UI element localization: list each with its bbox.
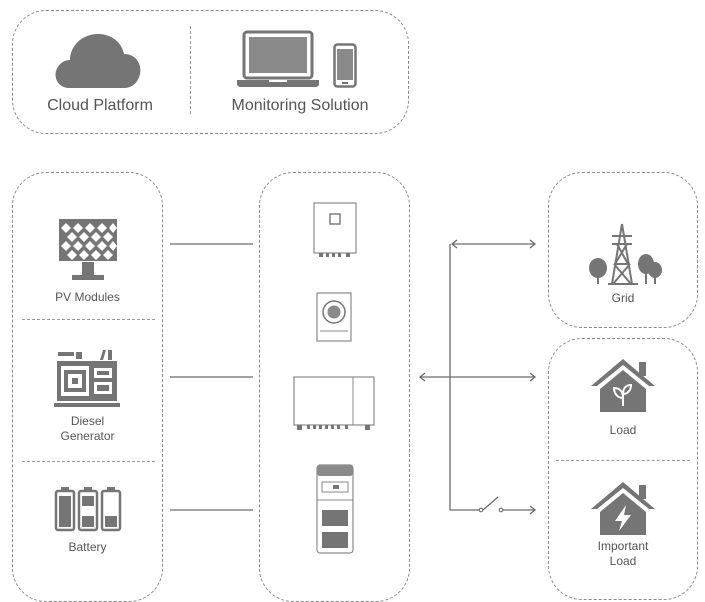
cloud-icon bbox=[55, 34, 141, 88]
switch-contact-1 bbox=[478, 507, 484, 513]
left-divider-1 bbox=[22, 319, 155, 320]
important-load-label: Important Load bbox=[597, 539, 649, 568]
rack-inverter-icon bbox=[293, 376, 375, 430]
phone-icon bbox=[333, 43, 357, 88]
load-arrow-right bbox=[529, 372, 537, 382]
pv-modules-label: PV Modules bbox=[55, 290, 120, 304]
inverter-arrow-left bbox=[418, 372, 426, 382]
load-house-icon bbox=[591, 359, 655, 412]
pv-module-icon bbox=[59, 219, 117, 280]
left-divider-2 bbox=[22, 461, 155, 462]
battery-cabinet-icon bbox=[316, 464, 354, 554]
connectors bbox=[170, 239, 537, 515]
top-divider bbox=[190, 26, 191, 114]
laptop-icon bbox=[237, 30, 319, 87]
battery-label: Battery bbox=[68, 540, 107, 554]
cloud-monitoring-panel bbox=[12, 10, 409, 134]
grid-arrow-right bbox=[529, 239, 537, 249]
grid-arrow-left bbox=[450, 239, 458, 249]
cloud-platform-label: Cloud Platform bbox=[47, 97, 153, 114]
monitoring-solution-label: Monitoring Solution bbox=[231, 97, 369, 114]
diesel-generator-label: Diesel Generator bbox=[60, 414, 115, 443]
important-arrow-right bbox=[529, 505, 537, 515]
grid-label: Grid bbox=[611, 291, 635, 305]
grid-panel bbox=[548, 172, 698, 328]
power-tower-icon bbox=[589, 223, 662, 285]
right-divider bbox=[556, 460, 690, 461]
switch-contact-2 bbox=[498, 507, 504, 513]
battery-icon bbox=[54, 487, 122, 532]
wall-inverter-icon bbox=[313, 202, 357, 257]
load-label: Load bbox=[609, 423, 637, 437]
diesel-generator-icon bbox=[54, 350, 120, 407]
switch-blade bbox=[482, 496, 499, 511]
compact-inverter-icon bbox=[316, 292, 352, 342]
important-load-house-icon bbox=[591, 482, 655, 535]
